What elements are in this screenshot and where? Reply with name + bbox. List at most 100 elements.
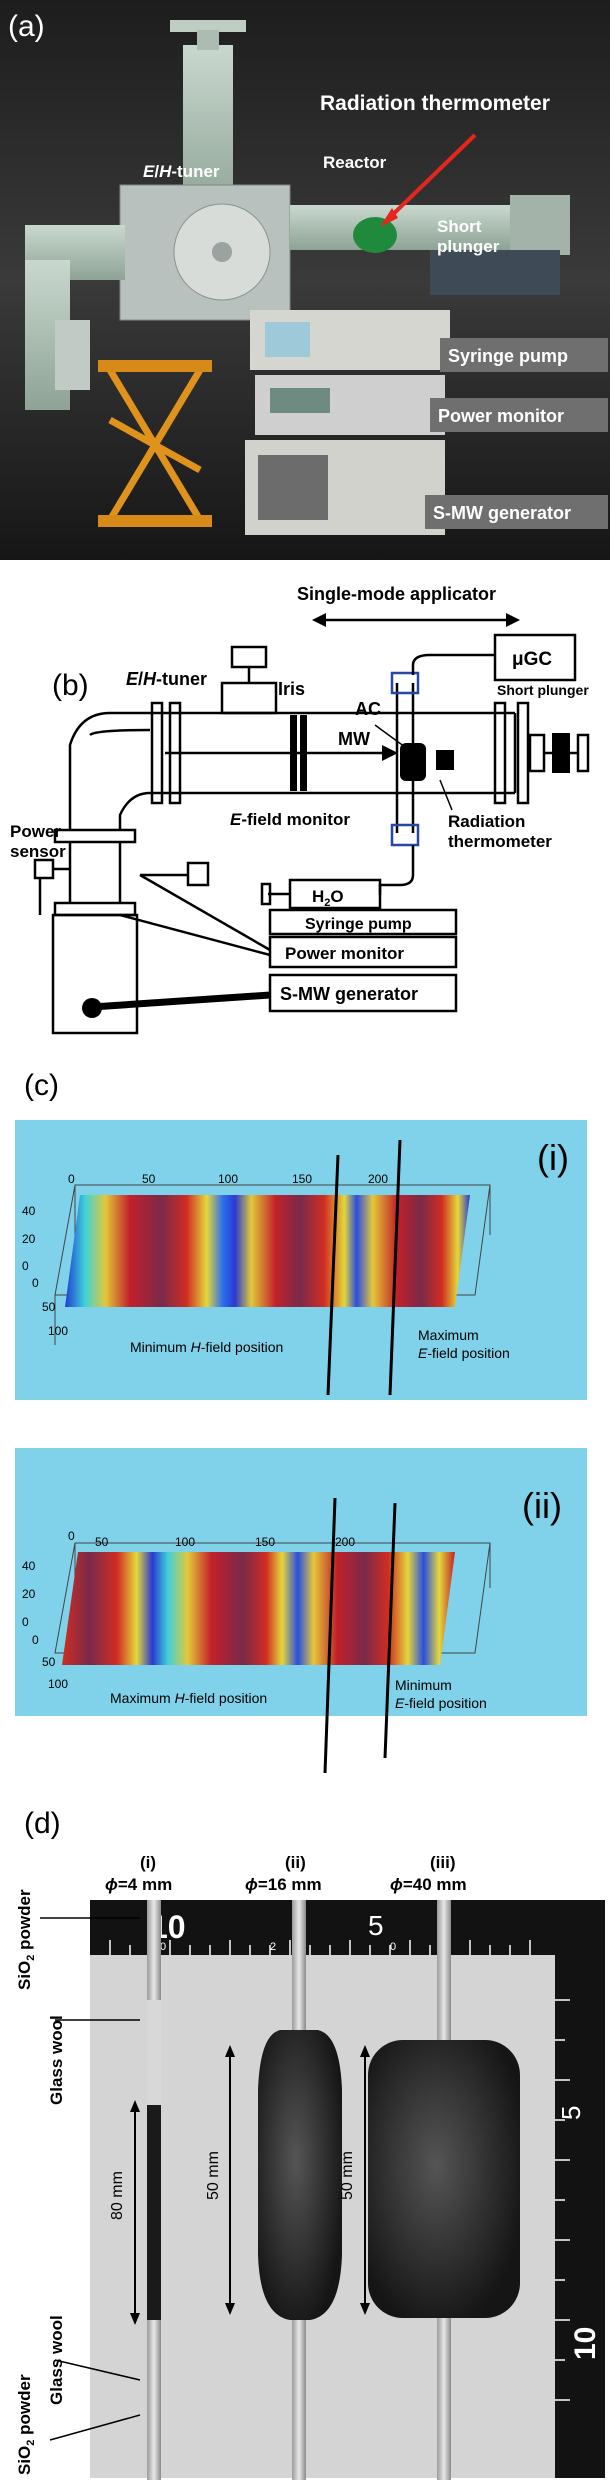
lift-base <box>98 515 212 527</box>
label-syringe-pump: Syringe pump <box>305 916 412 933</box>
panel-d: (d) (i) ϕ=4 mm (ii) ϕ=16 mm (iii) ϕ=40 m… <box>0 1800 610 2481</box>
caption-min-h-field: Minimum H-field position <box>130 1339 283 1355</box>
panel-c-tag: (c) <box>24 1069 59 1102</box>
field-plot-i-stripes <box>65 1195 470 1307</box>
tick-x-200: 200 <box>335 1535 355 1549</box>
red-pointer-arrow <box>383 133 477 224</box>
ruler-small-0: 0 <box>160 1941 166 1953</box>
tick-x-150: 150 <box>292 1172 312 1186</box>
reactor-i-glass-wool <box>147 2000 161 2105</box>
tick-z-0: 0 <box>22 1259 29 1273</box>
dim-50mm-iii: 50 mm <box>339 2151 356 2200</box>
thermometer-box <box>436 750 454 770</box>
field-simulations: (c) (i) 0 50 100 150 200 40 20 0 0 50 10… <box>15 1069 587 1490</box>
label-sensor: sensor <box>10 842 66 861</box>
generator-speaker <box>258 455 328 520</box>
sample-bed <box>400 743 426 781</box>
label-sio2-top: SiO2 powder <box>15 1889 37 1990</box>
reactor-ii-bulb <box>258 2030 342 2320</box>
reactor-i-catalyst <box>147 2105 161 2320</box>
arrow-head-right <box>506 613 520 627</box>
caption-e-field-position: E-field position <box>418 1345 510 1361</box>
reactor-iii-label: (iii) <box>430 1853 456 1872</box>
panel-c-ii: (ii) 0 50 100 150 200 40 20 0 0 50 100 M… <box>0 1448 610 1788</box>
short-plunger-box <box>510 195 570 255</box>
label-box-syringe <box>440 338 608 372</box>
label-radiation: Radiation <box>448 812 525 831</box>
tick-x-150: 150 <box>255 1535 275 1549</box>
field-plot-ii-svg: (ii) 0 50 100 150 200 40 20 0 0 50 100 M… <box>15 1448 587 1774</box>
mw-arrow-head <box>382 745 398 761</box>
tuner-knob <box>170 20 246 32</box>
thermo-pointer <box>439 779 453 811</box>
max-h-line-ii <box>323 1497 337 1774</box>
schematic-diagram: Single-mode applicator (b) <box>10 584 589 1035</box>
label-thermometer: thermometer <box>448 832 552 851</box>
tick-z-20: 20 <box>22 1587 36 1601</box>
tick-x-100: 100 <box>175 1535 195 1549</box>
tick-y-0: 0 <box>32 1276 39 1290</box>
tick-y-50: 50 <box>42 1300 56 1314</box>
reactor-iii-size: ϕ=40 mm <box>390 1875 467 1894</box>
label-ac: AC <box>355 699 381 719</box>
tick-x-100: 100 <box>218 1172 238 1186</box>
label-mw: MW <box>338 729 370 749</box>
caption-e-field-position-ii: E-field position <box>395 1695 487 1711</box>
field-plot-i-roman: (i) <box>537 1137 569 1178</box>
label-eh-tuner: E/H-tuner <box>143 162 220 181</box>
reactor-i-label: (i) <box>140 1853 156 1872</box>
label-box-power <box>430 398 608 432</box>
tick-z-20: 20 <box>22 1232 36 1246</box>
cable-end <box>82 998 102 1018</box>
min-e-line-ii <box>383 1502 397 1759</box>
caption-minimum: Minimum <box>395 1677 452 1693</box>
label-power: Power <box>10 822 61 841</box>
panel-b: Single-mode applicator (b) <box>0 575 610 1055</box>
ruler-vertical <box>555 1900 605 2478</box>
label-plunger: plunger <box>437 237 500 256</box>
ruler-ticks <box>109 1940 570 2401</box>
label-single-mode-applicator: Single-mode applicator <box>297 584 496 604</box>
tuner-stem <box>197 30 219 50</box>
field-plot-ii-roman: (ii) <box>522 1485 562 1526</box>
reactor-i-size: ϕ=4 mm <box>105 1875 172 1894</box>
tick-z-0: 0 <box>22 1615 29 1629</box>
tick-y-100: 100 <box>48 1324 68 1338</box>
label-glass-wool-top: Glass wool <box>47 2015 66 2105</box>
power-sensor-box <box>55 320 90 390</box>
tick-x-200: 200 <box>368 1172 388 1186</box>
arrow-head-left <box>312 613 326 627</box>
ruler-small-2: 2 <box>270 1941 276 1953</box>
ruler-horizontal <box>90 1900 605 1955</box>
scissor-lift <box>106 368 204 522</box>
dimension-arrows <box>134 2050 366 2320</box>
panel-a-tag: (a) <box>8 10 45 43</box>
rail-assembly <box>430 250 560 295</box>
label-smw-generator: S-MW generator <box>280 984 418 1004</box>
reactor-iii-bulb <box>368 2040 520 2318</box>
reactor-ring <box>353 217 397 253</box>
tick-z-40: 40 <box>22 1559 36 1573</box>
max-e-line-i <box>388 1139 402 1396</box>
label-power-monitor: Power monitor <box>438 406 564 426</box>
label-reactor: Reactor <box>323 153 387 172</box>
tick-x-50: 50 <box>142 1172 156 1186</box>
ruler-number-5: 5 <box>368 1910 384 1941</box>
red-arrow-head <box>380 208 398 227</box>
side-pointers <box>40 1917 141 2441</box>
panel-d-tag: (d) <box>24 1807 61 1840</box>
label-smw-generator: S-MW generator <box>433 503 571 523</box>
reactor-ii-label: (ii) <box>285 1853 306 1872</box>
label-iris: Iris <box>278 679 305 699</box>
field-plot-i: (i) 0 50 100 150 200 40 20 0 0 50 100 Mi… <box>15 1120 587 1400</box>
label-short: Short <box>437 217 482 236</box>
dimension-arrowheads <box>130 2045 370 2325</box>
label-sio2-bottom: SiO2 powder <box>15 2374 37 2475</box>
lift-top <box>98 360 212 372</box>
ruler-small-0b: 0 <box>390 1941 396 1953</box>
tick-y-100: 100 <box>48 1677 68 1691</box>
dim-80mm: 80 mm <box>109 2171 126 2220</box>
ac-pointer <box>374 724 406 748</box>
wheel-hub <box>212 242 232 262</box>
panel-a-photo: (a) Radiation thermometer E/H-tuner Reac… <box>0 0 610 560</box>
